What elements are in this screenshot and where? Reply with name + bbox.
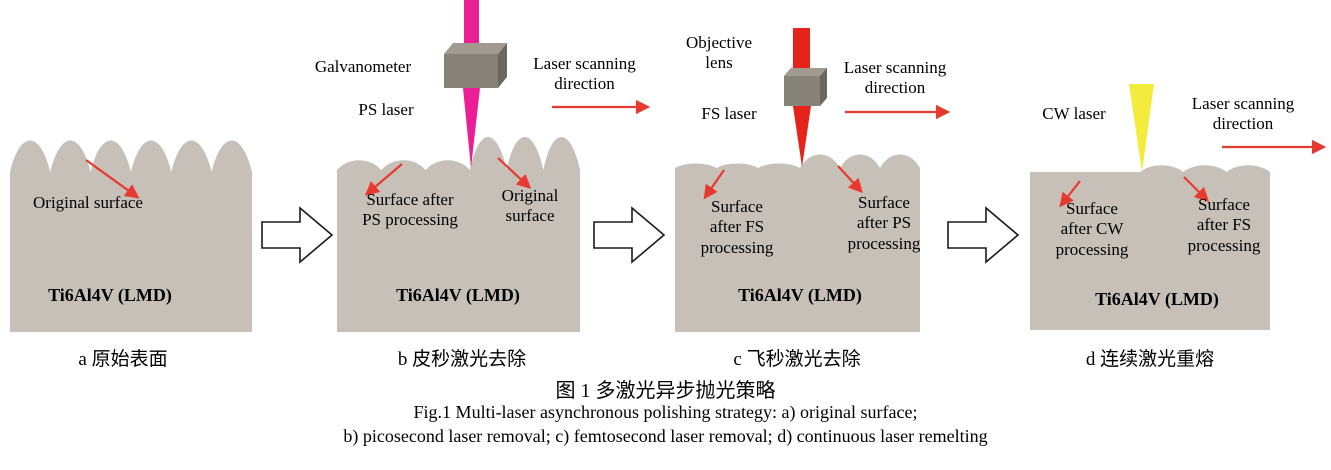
scan-direction-label-d: Laser scanning direction	[1191, 94, 1295, 134]
ps-beam-cone	[463, 88, 480, 168]
pointer-arrow-c-right	[837, 165, 863, 194]
panel-d-right-surface-label: Surface after FS processing	[1187, 195, 1261, 255]
block-a	[10, 140, 252, 332]
objective-lens-box-front	[784, 76, 820, 106]
ps-beam-upper	[464, 0, 479, 46]
panel-c-left-surface-label: Surface after FS processing	[700, 197, 774, 257]
cw-laser-label: CW laser	[1042, 104, 1106, 123]
panel-b-right-surface-label: Original surface	[501, 186, 559, 226]
process-arrow-2-icon	[593, 206, 666, 264]
ps-laser-label: PS laser	[358, 100, 414, 119]
galvanometer-box-front	[444, 54, 498, 88]
fs-beam-upper	[793, 28, 810, 78]
process-arrow-3-icon	[947, 206, 1020, 264]
panel-d-material-label: Ti6Al4V (LMD)	[1095, 289, 1219, 309]
panel-c-right-surface-label: Surface after PS processing	[847, 193, 921, 253]
panel-d-left-surface-label: Surface after CW processing	[1055, 199, 1129, 259]
pointer-arrow-c-left	[703, 169, 725, 200]
pointer-arrow-a-surface	[85, 159, 140, 199]
panel-c-caption: c 飞秒激光去除	[733, 349, 861, 370]
panel-b-material-label: Ti6Al4V (LMD)	[396, 285, 520, 305]
fs-beam-cone	[793, 106, 811, 167]
scan-direction-label-c: Laser scanning direction	[843, 58, 947, 98]
pointer-arrow-b-right	[497, 157, 532, 189]
process-arrow-1-icon	[261, 206, 334, 264]
panel-a-caption: a 原始表面	[78, 349, 168, 370]
block-d	[1030, 165, 1270, 330]
panel-b-left-surface-label: Surface after PS processing	[362, 190, 458, 230]
panel-a-material-label: Ti6Al4V (LMD)	[48, 285, 172, 305]
scan-direction-label-b: Laser scanning direction	[533, 54, 636, 94]
panel-a-surface-label: Original surface	[33, 193, 143, 212]
figure-caption-en-1: Fig.1 Multi-laser asynchronous polishing…	[413, 402, 918, 422]
cw-beam-cone	[1129, 84, 1154, 172]
panel-b-caption: b 皮秒激光去除	[397, 349, 527, 370]
fs-laser-label: FS laser	[701, 104, 757, 123]
objective-lens-box-top	[784, 68, 827, 76]
galvanometer-box-side	[498, 43, 507, 88]
pointer-arrow-d-left	[1059, 180, 1081, 208]
pointer-arrow-d-right	[1183, 176, 1210, 203]
galvanometer-label: Galvanometer	[314, 57, 412, 76]
galvanometer-box-top	[444, 43, 507, 54]
figure-caption-en-2: b) picosecond laser removal; c) femtosec…	[343, 426, 988, 446]
figure-title-cn: 图 1 多激光异步抛光策略	[555, 380, 776, 402]
panel-d-caption: d 连续激光重熔	[1085, 349, 1215, 370]
pointer-arrow-b-left	[364, 163, 403, 196]
objective-lens-label: Objective lens	[685, 33, 753, 73]
panel-c-material-label: Ti6Al4V (LMD)	[738, 285, 862, 305]
block-c	[675, 154, 921, 332]
